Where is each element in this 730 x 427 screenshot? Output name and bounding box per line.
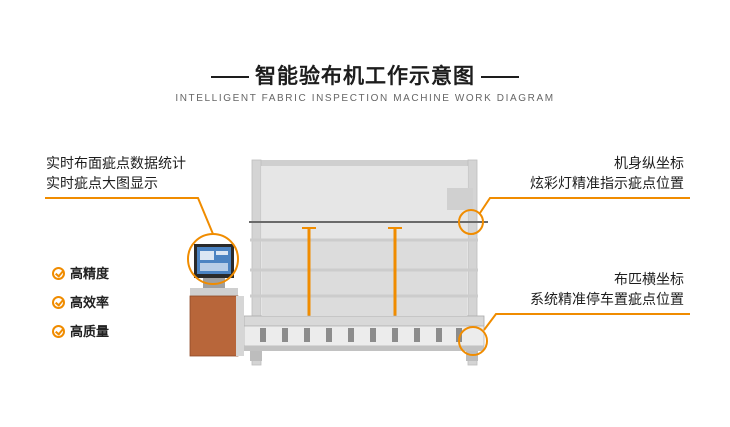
title-dash-right: [481, 76, 519, 78]
feature-item-quality: 高质量: [52, 321, 109, 340]
check-circle-icon: [52, 325, 65, 338]
check-circle-icon: [52, 267, 65, 280]
callout-left-top: 实时布面疵点数据统计 实时疵点大图显示: [46, 154, 186, 194]
feature-label: 高质量: [70, 325, 110, 340]
keyboard-tray: [190, 288, 238, 296]
callout-right-top-line-2: 炫彩灯精准指示疵点位置: [530, 176, 684, 192]
callout-left-top-line-2: 实时疵点大图显示: [46, 176, 158, 192]
camera-housing: [243, 325, 485, 347]
callout-left-top-line-1: 实时布面疵点数据统计: [46, 156, 186, 172]
callout-right-top-line-1: 机身纵坐标: [614, 156, 684, 172]
title-dash-left: [211, 76, 249, 78]
feature-item-precision: 高精度: [52, 263, 109, 282]
monitor-panel-c: [200, 263, 228, 271]
monitor-panel-b: [216, 251, 228, 255]
callout-right-bottom: 布匹横坐标 系统精准停车置疵点位置: [530, 270, 684, 310]
callout-right-top: 机身纵坐标 炫彩灯精准指示疵点位置: [530, 154, 684, 194]
fabric-panel-lower: [262, 240, 467, 315]
camera-beam: [243, 315, 485, 327]
base-foot-right: [466, 351, 478, 361]
frame-left-post: [251, 159, 262, 366]
leader-line-base: [483, 313, 690, 331]
camera-units: [260, 328, 462, 342]
callout-circle-light: [458, 209, 484, 235]
control-cabinet: [190, 296, 238, 356]
base-rail: [244, 346, 484, 351]
leader-line-light: [479, 197, 690, 214]
callout-right-bottom-line-1: 布匹横坐标: [614, 272, 684, 288]
monitor-panel-a: [200, 251, 214, 260]
feature-item-efficiency: 高效率: [52, 292, 109, 311]
leader-line-monitor: [45, 197, 214, 235]
diagram-subtitle: INTELLIGENT FABRIC INSPECTION MACHINE WO…: [175, 93, 555, 104]
diagram-title: 智能验布机工作示意图: [0, 60, 730, 90]
frame-right-post: [467, 159, 478, 366]
title-text: 智能验布机工作示意图: [255, 64, 475, 88]
check-circle-icon: [52, 296, 65, 309]
frame-top-bar: [255, 160, 475, 166]
feature-label: 高精度: [70, 267, 110, 282]
callout-circle-base: [458, 326, 488, 356]
feature-label: 高效率: [70, 296, 110, 311]
light-unit: [447, 188, 473, 210]
base-foot-left: [250, 351, 262, 361]
cabinet-side: [236, 296, 244, 356]
callout-right-bottom-line-2: 系统精准停车置疵点位置: [530, 292, 684, 308]
